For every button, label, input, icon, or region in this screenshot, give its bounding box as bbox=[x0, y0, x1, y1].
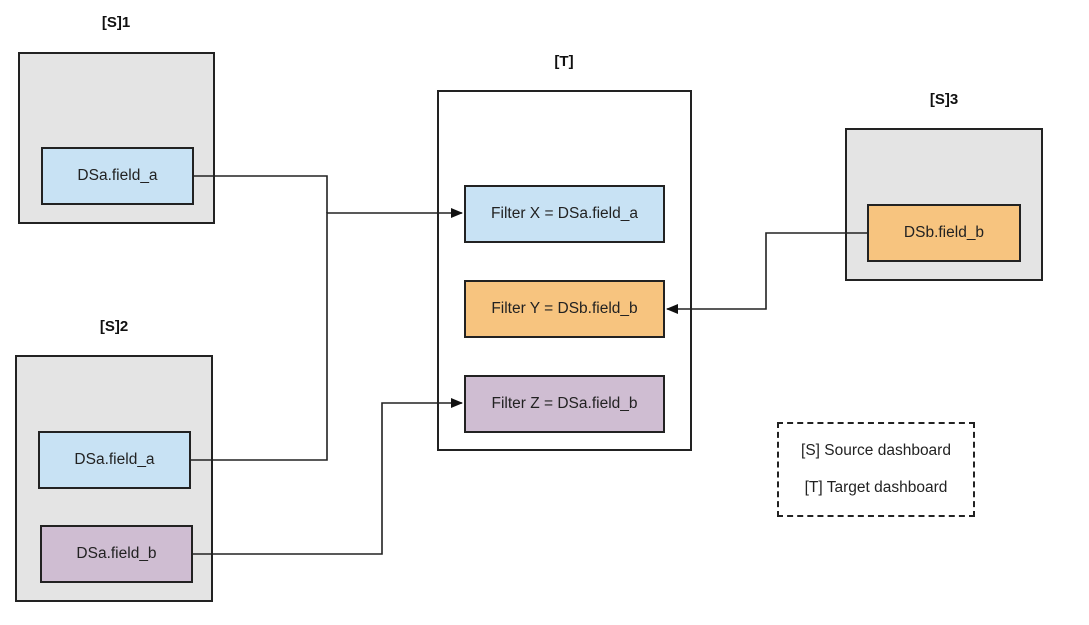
filter-x-label: Filter X = DSa.field_a bbox=[491, 205, 638, 222]
connector-s3-field-b-to-filter-y bbox=[666, 232, 867, 314]
connector-s2-field-b-to-filter-z bbox=[193, 398, 463, 555]
s3-field-b-node[interactable]: DSb.field_b bbox=[867, 204, 1021, 262]
s2-field-a-label: DSa.field_a bbox=[74, 451, 155, 468]
filter-y-label: Filter Y = DSb.field_b bbox=[491, 300, 638, 317]
legend-target: [T] Target dashboard bbox=[804, 479, 948, 496]
dashboard-target-title: [T] bbox=[554, 53, 574, 70]
filter-z-node[interactable]: Filter Z = DSa.field_b bbox=[464, 375, 665, 433]
s2-field-b-label: DSa.field_b bbox=[76, 545, 157, 562]
s2-field-b-node[interactable]: DSa.field_b bbox=[40, 525, 193, 583]
dashboard-s2-title: [S]2 bbox=[99, 318, 129, 335]
s2-field-a-node[interactable]: DSa.field_a bbox=[38, 431, 191, 489]
connector-s2-field-a-to-filter-x bbox=[191, 208, 463, 461]
dashboard-s1-title: [S]1 bbox=[101, 14, 131, 31]
s3-field-b-label: DSb.field_b bbox=[903, 224, 985, 241]
filter-x-node[interactable]: Filter X = DSa.field_a bbox=[464, 185, 665, 243]
s1-field-a-node[interactable]: DSa.field_a bbox=[41, 147, 194, 205]
legend-source: [S] Source dashboard bbox=[801, 442, 951, 459]
s1-field-a-label: DSa.field_a bbox=[77, 167, 158, 184]
filter-z-label: Filter Z = DSa.field_b bbox=[491, 395, 638, 412]
legend: [S] Source dashboard [T] Target dashboar… bbox=[777, 422, 975, 517]
filter-y-node[interactable]: Filter Y = DSb.field_b bbox=[464, 280, 665, 338]
dashboard-s3-title: [S]3 bbox=[929, 91, 959, 108]
